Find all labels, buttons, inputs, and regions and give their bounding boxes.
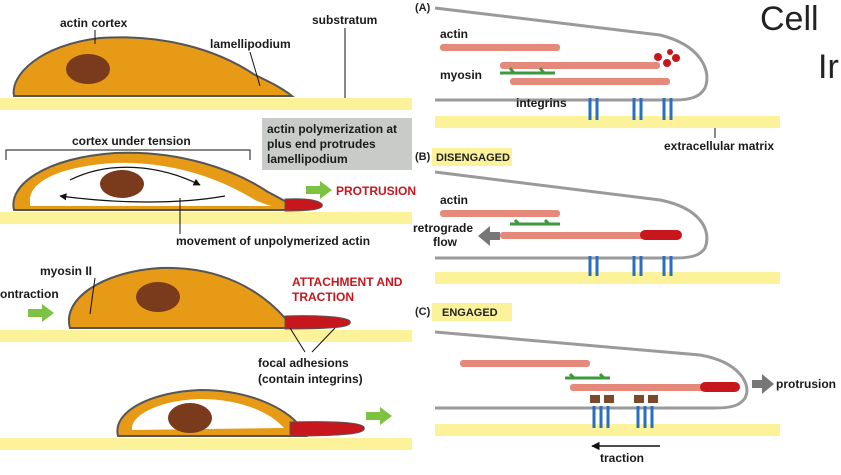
gray-arrow-retro: [478, 226, 500, 246]
label-focal-2: (contain integrins): [258, 372, 363, 386]
label-attachment-2: TRACTION: [292, 290, 354, 304]
tag-disengaged-bg: [432, 148, 512, 166]
ecm-bar-b: [435, 272, 780, 284]
label-attachment-1: ATTACHMENT AND: [292, 275, 403, 289]
label-actin-cortex: actin cortex: [60, 16, 128, 30]
label-focal-1: focal adhesions: [258, 356, 349, 370]
tension-bracket: [5, 149, 251, 160]
ecm-bar-a: [435, 116, 780, 128]
cell-outline-a: [434, 6, 709, 102]
actin-filaments-a: [440, 44, 670, 85]
label-integrins-a: integrins: [516, 96, 567, 110]
actin-filaments-b: [440, 210, 650, 239]
actin-filaments-c: [460, 360, 710, 391]
flow-arrow-top: [69, 166, 201, 186]
tag-engaged-bg: [432, 303, 512, 321]
substratum-bar-3: [0, 330, 412, 342]
panel-c-label: (C): [415, 306, 431, 318]
integrins-a: [588, 98, 673, 120]
substratum-bar-1: [0, 98, 412, 110]
pointer-focal-1: [289, 327, 306, 353]
slide-title-line-1: Cell: [760, 0, 819, 38]
integrins-c: [592, 406, 654, 428]
cell-outline-c: [434, 330, 749, 410]
label-lamellipodium: lamellipodium: [210, 37, 291, 51]
flow-arrow-bottom: [59, 193, 226, 203]
note-line-1: actin polymerization at: [267, 122, 397, 136]
pointer-lamellipodium: [249, 51, 261, 87]
green-arrow-protrusion: [306, 181, 332, 199]
myosin-a: [500, 67, 555, 75]
nucleus-4: [168, 403, 212, 433]
nucleus-3: [136, 282, 180, 312]
nucleus-1: [66, 54, 110, 84]
actin-plus-end-b: [640, 230, 682, 240]
actin-monomers-a: [654, 49, 680, 67]
cell-body-3: [67, 266, 304, 329]
label-substratum: substratum: [312, 13, 377, 27]
note-line-3: lamellipodium: [267, 152, 348, 166]
protrusion-red-4: [289, 421, 365, 437]
label-protrusion-c: protrusion: [776, 377, 836, 391]
label-retrograde: retrograde: [413, 221, 473, 235]
green-arrow-contraction: [28, 304, 54, 322]
pointer-focal-2: [311, 327, 336, 353]
panel-b-label: (B): [415, 151, 431, 163]
integrins-b: [588, 256, 673, 276]
gray-arrow-protrusion: [752, 374, 774, 394]
label-cortex-tension: cortex under tension: [72, 134, 191, 148]
ecm-bar-c: [435, 424, 780, 436]
label-flow: flow: [433, 235, 458, 249]
substratum-bar-2: [0, 212, 412, 224]
label-ecm: extracellular matrix: [664, 139, 774, 153]
label-contraction: ontraction: [0, 287, 59, 301]
pointer-myosin-ii: [89, 277, 96, 315]
label-protrusion: PROTRUSION: [336, 184, 416, 198]
myosin-c: [565, 372, 610, 380]
linkers-c: [590, 395, 658, 403]
label-traction: traction: [600, 451, 644, 465]
substratum-bar-4: [0, 438, 412, 450]
panel-a-label: (A): [415, 2, 431, 14]
actin-plus-end-c: [700, 382, 740, 392]
note-line-2: plus end protrudes: [267, 137, 376, 151]
slide-title-line-2: Ir: [818, 48, 839, 86]
label-myosin-ii: myosin II: [40, 264, 92, 278]
note-box: [262, 118, 412, 170]
label-movement: movement of unpolymerized actin: [176, 234, 370, 248]
nucleus-2: [100, 170, 144, 198]
label-actin-a: actin: [440, 27, 468, 41]
green-arrow-4: [366, 407, 392, 425]
protrusion-red-2: [284, 198, 323, 212]
label-myosin-a: myosin: [440, 68, 482, 82]
protrusion-red-3: [284, 315, 351, 330]
tag-disengaged: DISENGAGED: [436, 152, 510, 164]
cell-outline-b: [434, 170, 709, 260]
tag-engaged: ENGAGED: [442, 307, 498, 319]
myosin-b: [510, 218, 560, 226]
cell-interior-2: [29, 162, 272, 206]
label-actin-b: actin: [440, 193, 468, 207]
